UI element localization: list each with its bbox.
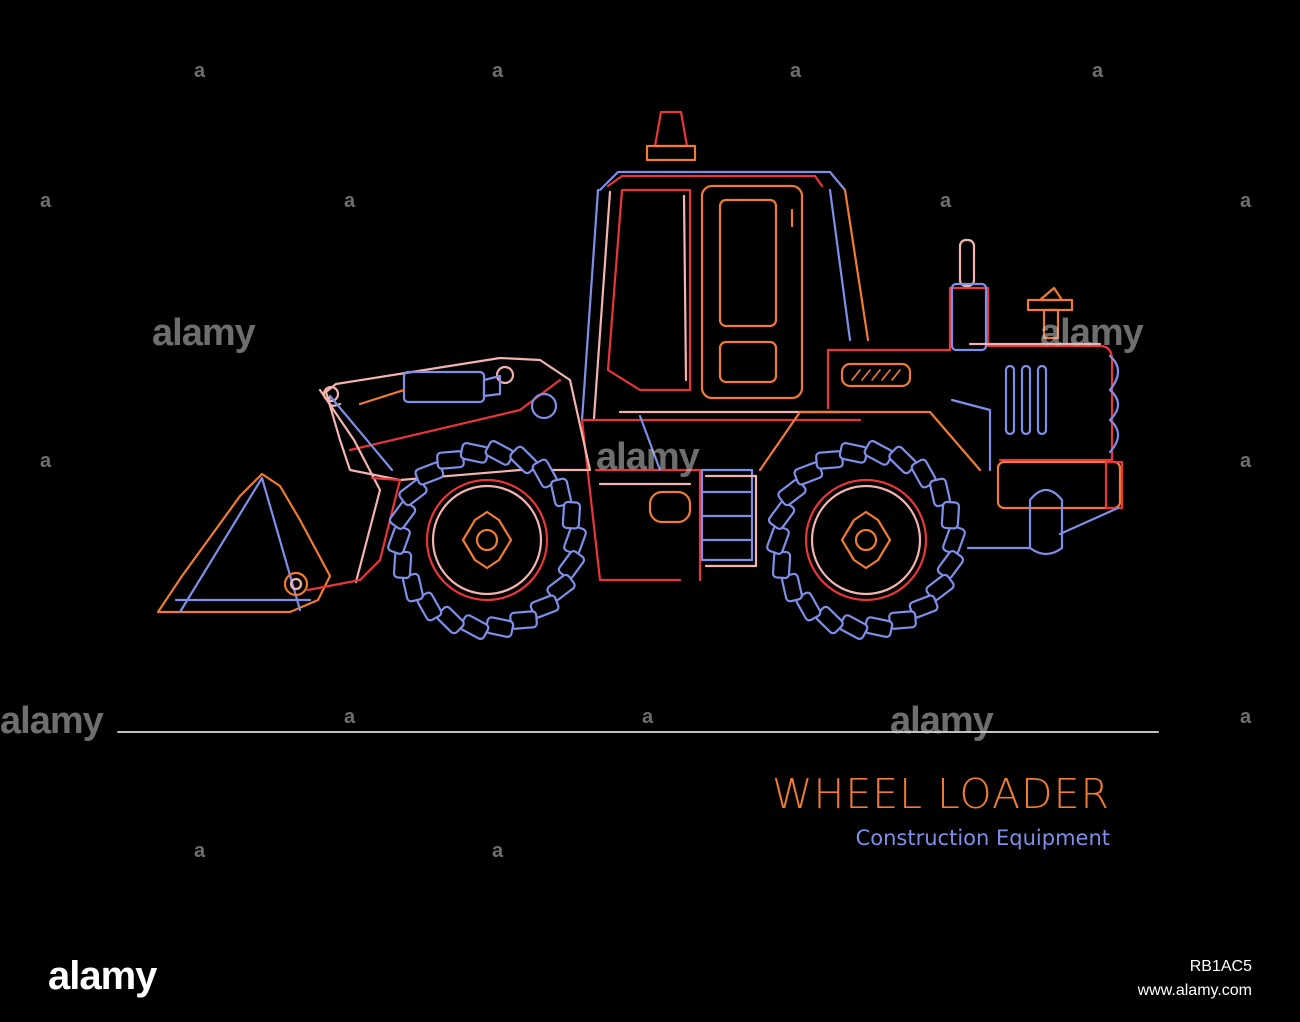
- front-wheel: [387, 440, 587, 640]
- bucket: [156, 472, 362, 614]
- engine-hood: [758, 238, 1124, 556]
- cab: [580, 170, 870, 422]
- tread-lug: [767, 500, 796, 530]
- tread-lug: [484, 440, 515, 466]
- stock-logo: alamy: [48, 954, 157, 998]
- tread-lug: [940, 500, 961, 530]
- tread-lug: [838, 614, 869, 640]
- watermark-text: alamy: [1040, 312, 1144, 354]
- watermark-mark: a: [1240, 706, 1252, 728]
- watermark-text: alamy: [596, 436, 700, 478]
- watermark-mark: a: [1240, 450, 1252, 472]
- stock-footer: [0, 940, 1300, 1022]
- watermark-text: alamy: [152, 312, 256, 354]
- rear-wheel: [766, 440, 966, 640]
- caption-title: WHEEL LOADER: [772, 770, 1110, 818]
- tread-lug: [392, 550, 413, 580]
- chassis: [580, 414, 758, 582]
- watermark-mark: a: [194, 60, 206, 82]
- tread-lug: [557, 550, 586, 580]
- watermark-text: alamy: [0, 700, 104, 742]
- tread-lug: [771, 550, 792, 580]
- watermark-mark: a: [492, 60, 504, 82]
- tread-lug: [459, 614, 490, 640]
- tread-lug: [561, 500, 582, 530]
- watermark-mark: a: [344, 190, 356, 212]
- watermark-mark: a: [492, 840, 504, 862]
- watermark-mark: a: [194, 840, 206, 862]
- watermark-mark: a: [40, 450, 52, 472]
- watermark-mark: a: [790, 60, 802, 82]
- tread-lug: [863, 440, 894, 466]
- tread-lug: [388, 500, 417, 530]
- watermark-text: alamy: [890, 700, 994, 742]
- watermark-mark: a: [344, 706, 356, 728]
- tread-lug: [936, 550, 965, 580]
- watermark-mark: a: [1092, 60, 1104, 82]
- watermark-mark: a: [642, 706, 654, 728]
- watermark-mark: a: [940, 190, 952, 212]
- stock-url: www.alamy.com: [1137, 982, 1252, 999]
- watermark-mark: a: [40, 190, 52, 212]
- beacon-light: [645, 110, 697, 162]
- image-id: RB1AC5: [1189, 958, 1252, 975]
- watermark-mark: a: [1240, 190, 1252, 212]
- caption-subtitle: Construction Equipment: [855, 826, 1110, 850]
